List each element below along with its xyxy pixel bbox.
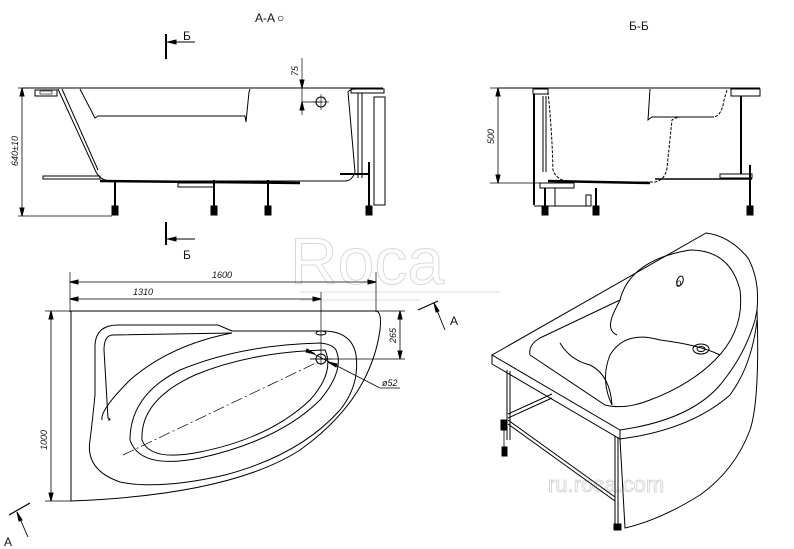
roca-watermark: Roca	[290, 224, 500, 301]
watermark-url: ru.roca.com	[548, 472, 664, 497]
cut-marker-b-top: Б	[183, 29, 191, 43]
section-a-title: А-А	[255, 11, 275, 25]
drain-offset-x-dim-1310: 1310	[133, 287, 153, 297]
section-a-title-mark: ○	[277, 11, 284, 25]
plan-view: 1600 1310 265 1000	[4, 270, 458, 549]
length-dim-1600: 1600	[212, 270, 232, 280]
section-marker-a-bottom: А	[4, 535, 12, 549]
overflow-label: 0	[676, 279, 681, 289]
section-b-view: Б-Б 500	[486, 19, 761, 216]
drain-offset-y-dim-265: 265	[388, 327, 398, 344]
height-dim-500: 500	[486, 129, 496, 144]
width-dim-1000: 1000	[39, 430, 49, 450]
isometric-view: 0	[491, 232, 759, 531]
drain-diameter-dim-52: ø52	[382, 378, 398, 388]
watermark-logo-text: Roca	[290, 224, 444, 298]
height-dim-640: 640±10	[10, 136, 20, 166]
overflow-dim-75: 75	[290, 65, 300, 76]
section-marker-a-top: А	[450, 314, 458, 328]
section-b-title: Б-Б	[629, 19, 649, 33]
cut-marker-b-bottom: Б	[183, 248, 191, 262]
section-a-view: А-А ○ Б Б 640±10	[10, 11, 386, 262]
